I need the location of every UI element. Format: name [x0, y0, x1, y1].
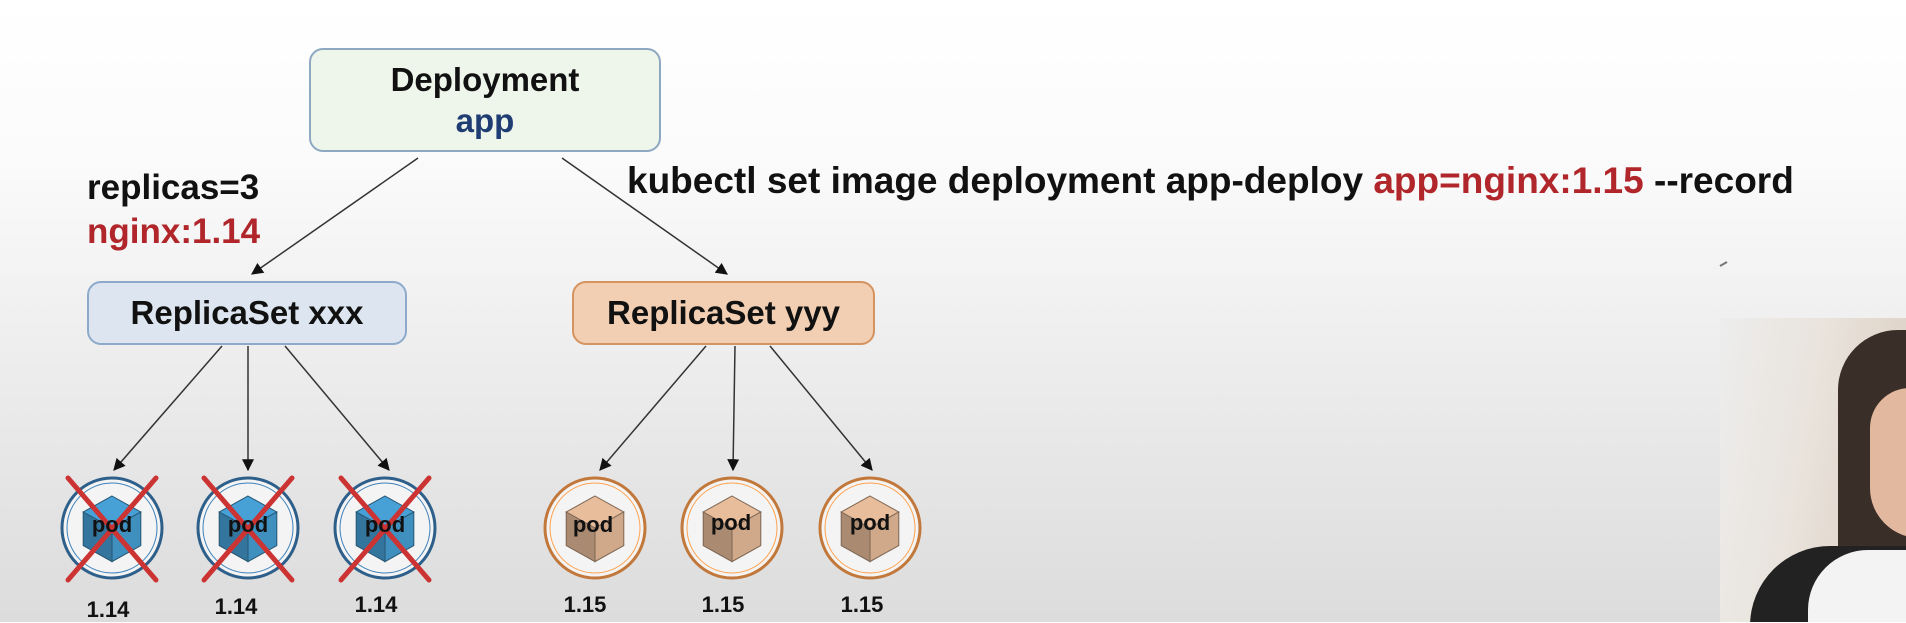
new-pod-1-label: pod — [572, 512, 614, 537]
command-prefix: kubectl set image deployment app-deploy — [627, 160, 1374, 201]
old-pod-1 — [60, 475, 164, 583]
command-suffix: --record — [1643, 160, 1794, 201]
replicaset-old-box: ReplicaSet xxx — [87, 281, 407, 345]
old-pod-3-label: pod — [364, 512, 406, 537]
replicas-label: replicas=3 — [87, 168, 260, 207]
old-pod-1-label: pod — [91, 512, 133, 537]
new-pod-3 — [818, 476, 922, 580]
old-pod-3 — [333, 475, 437, 583]
arrow-deployment-to-rs-xxx — [251, 157, 419, 275]
new-pod-2 — [680, 476, 784, 580]
presenter-webcam — [1720, 318, 1906, 622]
replicaset-new-label: ReplicaSet yyy — [607, 294, 840, 331]
pods-layer — [60, 475, 922, 583]
new-pod-1-version: 1.15 — [563, 592, 607, 617]
new-pod-1 — [543, 476, 647, 580]
old-pod-2 — [196, 475, 300, 583]
old-image-label: nginx:1.14 — [87, 212, 261, 251]
old-pod-3-version: 1.14 — [354, 592, 398, 617]
replicaset-old-label: ReplicaSet xxx — [130, 294, 364, 331]
replicaset-new-box: ReplicaSet yyy — [572, 281, 875, 345]
new-pod-1-cube-icon — [594, 511, 625, 563]
cursor-mark — [1719, 261, 1728, 267]
new-pod-2-label: pod — [710, 510, 752, 535]
deployment-title: Deployment — [390, 60, 580, 98]
arrow-rs-yyy-to-pod-1 — [599, 345, 707, 471]
arrow-rs-xxx-to-pod-1 — [113, 345, 223, 471]
deployment-name: app — [455, 102, 515, 139]
new-pod-2-version: 1.15 — [701, 592, 745, 617]
new-pod-3-label: pod — [849, 510, 891, 535]
old-pod-2-version: 1.14 — [214, 594, 258, 619]
new-pod-2-cube-icon — [731, 511, 762, 563]
arrow-rs-yyy-to-pod-2 — [727, 345, 740, 472]
new-pod-3-version: 1.15 — [840, 592, 884, 617]
old-pod-2-label: pod — [227, 512, 269, 537]
deployment-box: Deployment app — [309, 48, 661, 152]
arrow-rs-yyy-to-pod-3 — [769, 345, 873, 471]
command-highlight: app=nginx:1.15 — [1373, 160, 1644, 201]
arrow-deployment-to-rs-yyy — [561, 157, 728, 275]
new-pod-3-cube-icon — [869, 511, 900, 563]
old-pod-1-version: 1.14 — [86, 597, 130, 622]
kubectl-command: kubectl set image deployment app-deploy … — [627, 160, 1794, 202]
arrow-rs-xxx-to-pod-3 — [284, 345, 390, 471]
